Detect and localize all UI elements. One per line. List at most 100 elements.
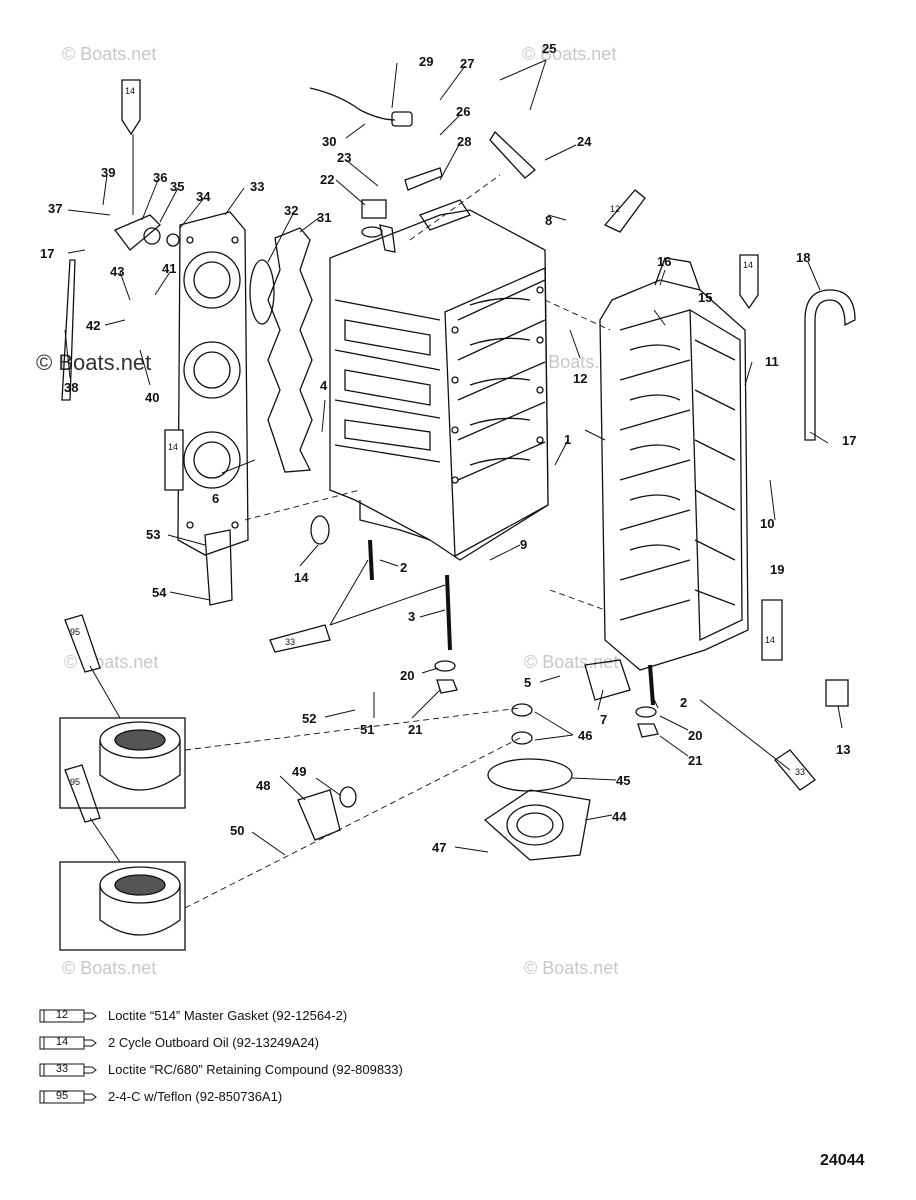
pressure-valve [584, 659, 631, 701]
callout-15: 15 [698, 290, 712, 305]
tube-code: 12 [55, 1008, 69, 1021]
tube-label: 14 [743, 260, 753, 270]
plate [404, 167, 443, 191]
tube-label: 95 [70, 777, 80, 787]
callout-41: 41 [162, 261, 176, 276]
bracket [489, 130, 536, 179]
tube-code: 33 [55, 1062, 69, 1075]
legend-text: Loctite “514” Master Gasket (92-12564-2) [108, 1008, 348, 1023]
callout-30: 30 [322, 134, 336, 149]
tube-label: 14 [125, 86, 135, 96]
sealant-legend: 12 Loctite “514” Master Gasket (92-12564… [38, 1002, 638, 1110]
watermark: © Boats.net [522, 44, 616, 64]
callout-14: 14 [294, 570, 309, 585]
callout-24: 24 [577, 134, 592, 149]
callout-26: 26 [456, 104, 470, 119]
callout-17: 17 [40, 246, 54, 261]
seal-inset-top [59, 717, 186, 809]
callout-27: 27 [460, 56, 474, 71]
callout-22: 22 [320, 172, 334, 187]
callout-43: 43 [110, 264, 124, 279]
watermark: © Boats.net [62, 958, 156, 978]
tube-icon: 95 [38, 1089, 100, 1105]
callout-35: 35 [170, 179, 184, 194]
tube-label: 33 [795, 767, 805, 777]
callout-2: 2 [680, 695, 687, 710]
callout-20: 20 [400, 668, 414, 683]
callout-16: 16 [657, 254, 671, 269]
o-ring-large [487, 758, 573, 792]
callout-52: 52 [302, 711, 316, 726]
callout-28: 28 [457, 134, 471, 149]
callout-23: 23 [337, 150, 351, 165]
o-ring [249, 259, 275, 325]
callout-29: 29 [419, 54, 433, 69]
callout-7: 7 [600, 712, 607, 727]
callout-1: 1 [564, 432, 571, 447]
callout-44: 44 [612, 809, 627, 824]
tube-label: 14 [168, 442, 178, 452]
callout-21: 21 [688, 753, 702, 768]
callout-36: 36 [153, 170, 167, 185]
tube-label: 33 [285, 637, 295, 647]
callout-38: 38 [64, 380, 78, 395]
callout-32: 32 [284, 203, 298, 218]
hose [61, 259, 76, 401]
tube-label: 95 [70, 627, 80, 637]
callout-21: 21 [408, 722, 422, 737]
callout-49: 49 [292, 764, 306, 779]
callout-31: 31 [317, 210, 331, 225]
cover-plate [297, 789, 341, 841]
tube-icon: 12 [38, 1008, 100, 1024]
callout-47: 47 [432, 840, 446, 855]
callout-51: 51 [360, 722, 374, 737]
crankcase-cover-right [599, 257, 749, 671]
seal-carrier [483, 789, 591, 861]
callout-53: 53 [146, 527, 160, 542]
callout-34: 34 [196, 189, 211, 204]
tube-code: 95 [55, 1089, 69, 1102]
bracket-54 [204, 529, 233, 606]
tube-icon: 14 [38, 1035, 100, 1051]
callout-50: 50 [230, 823, 244, 838]
callout-25: 25 [542, 41, 556, 56]
clip [361, 199, 387, 219]
callout-42: 42 [86, 318, 100, 333]
figure-id: 24044 [820, 1152, 865, 1169]
callout-18: 18 [796, 250, 810, 265]
callout-9: 9 [520, 537, 527, 552]
callout-11: 11 [765, 354, 779, 369]
seal-inset-bottom [59, 861, 186, 951]
callout-54: 54 [152, 585, 167, 600]
callout-6: 6 [212, 491, 219, 506]
callout-5: 5 [524, 675, 531, 690]
callout-45: 45 [616, 773, 630, 788]
legend-row: 95 2-4-C w/Teflon (92-850736A1) [38, 1083, 638, 1110]
watermark: © Boats.net [524, 958, 618, 978]
legend-row: 12 Loctite “514” Master Gasket (92-12564… [38, 1002, 638, 1029]
callout-12: 12 [573, 371, 587, 386]
callout-40: 40 [145, 390, 159, 405]
callout-2: 2 [400, 560, 407, 575]
callout-13: 13 [836, 742, 850, 757]
tube-code: 14 [55, 1035, 69, 1048]
legend-text: 2 Cycle Outboard Oil (92-13249A24) [108, 1035, 320, 1050]
callout-46: 46 [578, 728, 592, 743]
callout-4: 4 [320, 378, 328, 393]
watermark: © Boats.net [62, 44, 156, 64]
cylinder-block-left [329, 199, 549, 561]
callout-20: 20 [688, 728, 702, 743]
legend-row: 33 Loctite “RC/680” Retaining Compound (… [38, 1056, 638, 1083]
legend-text: 2-4-C w/Teflon (92-850736A1) [108, 1089, 283, 1104]
seal [511, 731, 533, 745]
hose-bent [804, 289, 856, 441]
callout-33: 33 [250, 179, 264, 194]
tube-label: 12 [610, 204, 620, 214]
fitting [825, 679, 849, 707]
o-ring-small [339, 786, 357, 808]
callout-48: 48 [256, 778, 270, 793]
tube-icon: 33 [38, 1062, 100, 1078]
seal [511, 703, 533, 717]
tube-label: 14 [765, 635, 775, 645]
